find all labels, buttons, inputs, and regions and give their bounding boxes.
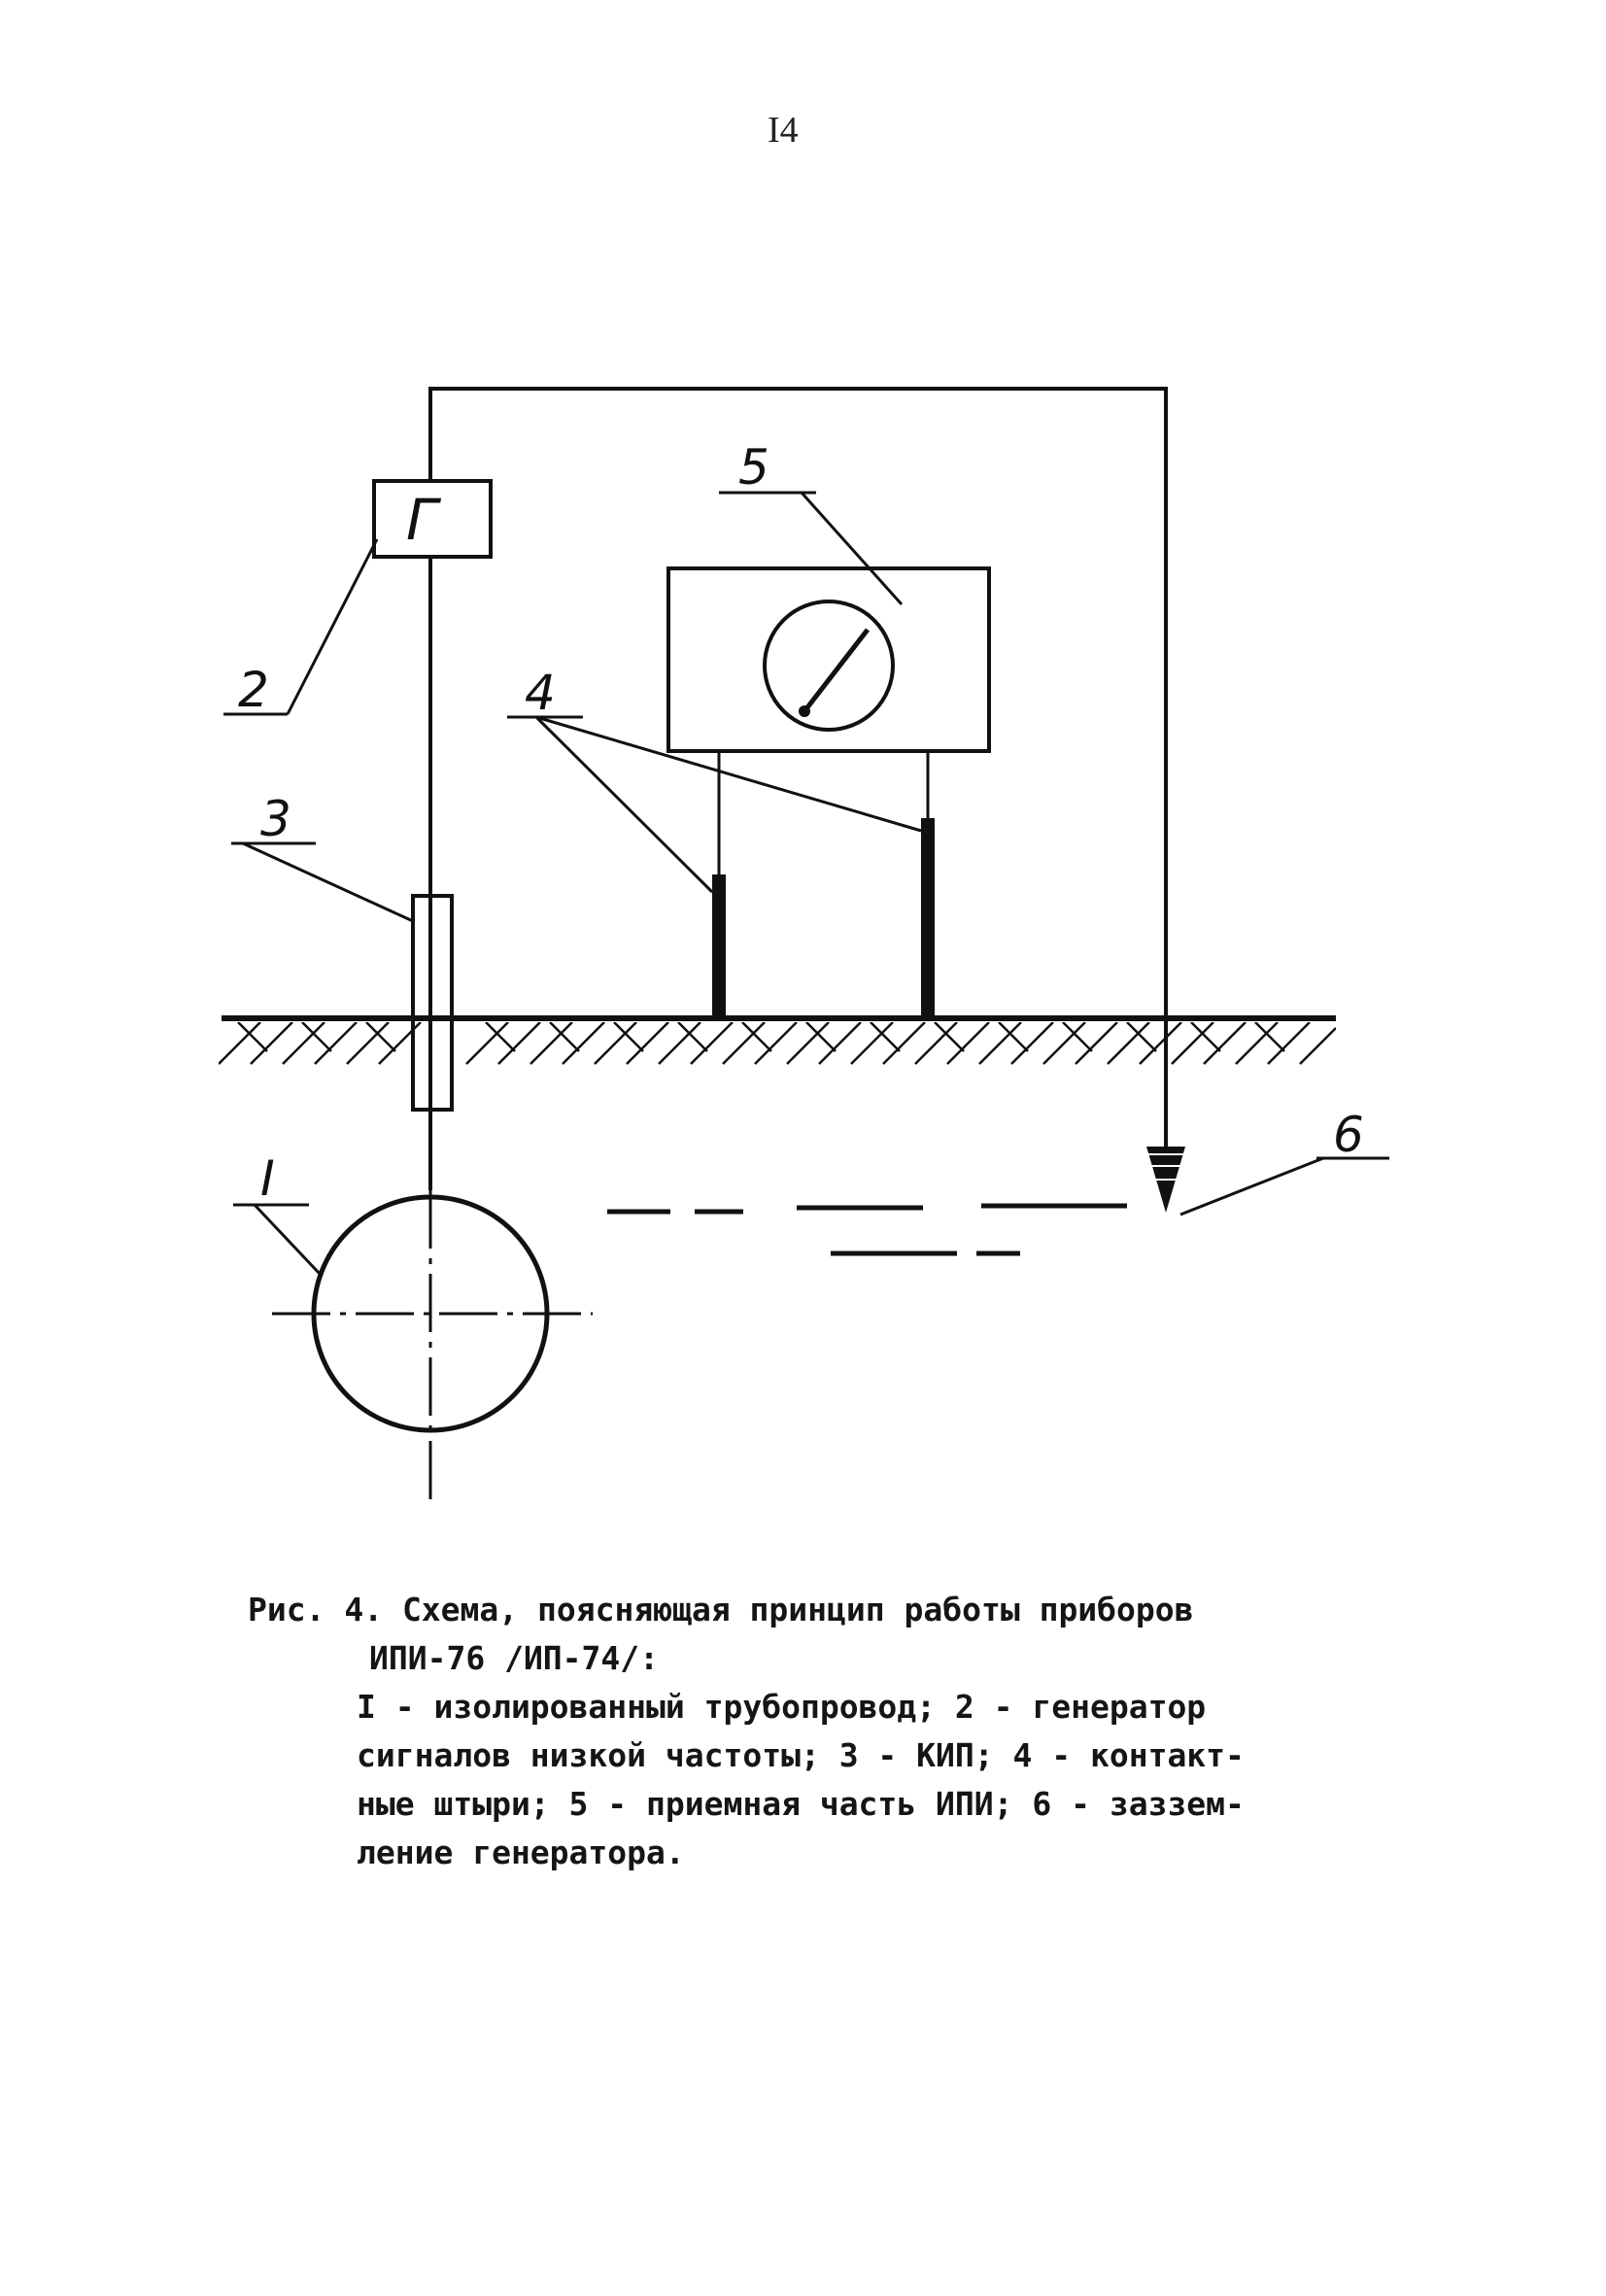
- caption-legend-line-4: ление генератора.: [357, 1833, 685, 1871]
- page-number: I4: [768, 110, 799, 151]
- caption-title-line-1: Рис. 4. Схема, поясняющая принцип работы…: [248, 1591, 1194, 1628]
- label-3: 3: [260, 791, 291, 847]
- generator-box: [372, 479, 493, 559]
- label-5-callout: 5: [719, 439, 904, 606]
- caption-title-line-2: ИПИ-76 /ИП-74/:: [369, 1639, 660, 1677]
- kip-tube: [411, 894, 454, 1112]
- label-3-callout: 3: [231, 791, 414, 923]
- label-1: I: [260, 1150, 275, 1207]
- label-6-callout: 6: [1179, 1107, 1389, 1217]
- label-6: 6: [1333, 1107, 1364, 1163]
- signal-wire: [428, 387, 1168, 1147]
- label-2: 2: [238, 662, 269, 718]
- receiver-dial: [763, 600, 895, 732]
- soil-hatching: [219, 1022, 1336, 1065]
- caption-legend-line-1: I - изолированный трубопровод; 2 - генер…: [357, 1688, 1207, 1726]
- generator-symbol: Г: [406, 487, 442, 553]
- grounding-symbol: [1143, 1147, 1189, 1213]
- contact-pin-right: [921, 751, 935, 1018]
- dial-needle: [803, 628, 870, 713]
- label-5: 5: [738, 439, 769, 496]
- caption-legend-line-2: сигналов низкой частоты; 3 - КИП; 4 - ко…: [357, 1736, 1245, 1774]
- return-current-path: [607, 1203, 1127, 1256]
- label-4-callout: 4: [507, 665, 922, 894]
- contact-pin-left: [712, 751, 726, 1018]
- label-1-callout: I: [233, 1150, 323, 1277]
- figure-caption: Рис. 4. Схема, поясняющая принцип работы…: [248, 1586, 1316, 1877]
- label-2-callout: 2: [223, 538, 379, 718]
- caption-legend-line-3: ные штыри; 5 - приемная часть ИПИ; 6 - з…: [357, 1785, 1245, 1823]
- label-4: 4: [525, 665, 556, 721]
